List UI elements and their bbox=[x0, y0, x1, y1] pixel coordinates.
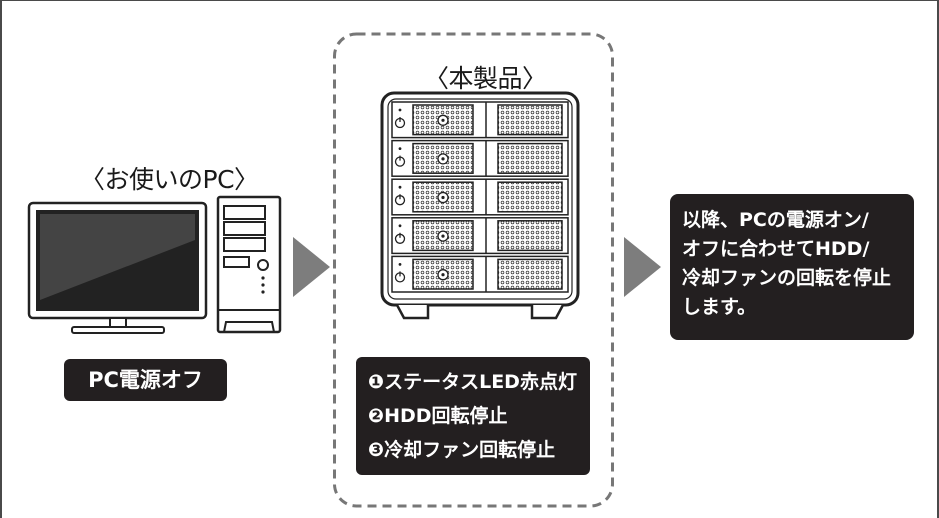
status-line-hdd: ❷HDD回転停止 bbox=[368, 405, 508, 427]
power-button-icon bbox=[394, 108, 406, 129]
drive-bay bbox=[391, 178, 569, 216]
result-line: します。 bbox=[682, 296, 757, 318]
bay-lock-icon bbox=[437, 153, 449, 165]
pc-power-off-badge: PC電源オフ bbox=[64, 359, 227, 401]
drive-bay bbox=[391, 217, 569, 255]
drive-bay bbox=[391, 255, 569, 293]
pc-label: 〈お使いのPC〉 bbox=[80, 165, 259, 194]
bay-lock-icon bbox=[437, 114, 449, 126]
result-line: 以降、PCの電源オン/ bbox=[682, 209, 869, 231]
status-line-led: ❶ステータスLED赤点灯 bbox=[368, 371, 577, 393]
power-button-icon bbox=[394, 263, 406, 283]
result-line: 冷却ファンの回転を停止 bbox=[682, 267, 892, 289]
product-label: 〈本製品〉 bbox=[424, 64, 547, 93]
result-description-box: 以降、PCの電源オン/ オフに合わせてHDD/ 冷却ファンの回転を停止 します。 bbox=[670, 194, 914, 340]
result-line: オフに合わせてHDD/ bbox=[682, 238, 870, 260]
pc-tower-icon bbox=[216, 195, 282, 334]
power-button-icon bbox=[394, 147, 406, 167]
power-button-icon bbox=[394, 224, 406, 244]
power-button-icon bbox=[394, 185, 406, 206]
bay-lock-icon bbox=[437, 191, 449, 204]
pc-status-text: PC電源オフ bbox=[88, 368, 203, 392]
bay-lock-icon bbox=[437, 230, 449, 242]
drive-bay bbox=[391, 101, 569, 139]
product-status-box: ❶ステータスLED赤点灯 ❷HDD回転停止 ❸冷却ファン回転停止 bbox=[356, 357, 590, 475]
drive-bay bbox=[391, 139, 569, 177]
arrow-right-icon bbox=[624, 237, 661, 297]
bay-lock-icon bbox=[437, 269, 449, 281]
monitor-icon bbox=[27, 201, 208, 334]
status-line-fan: ❸冷却ファン回転停止 bbox=[368, 439, 556, 461]
arrow-right-icon bbox=[293, 237, 330, 297]
